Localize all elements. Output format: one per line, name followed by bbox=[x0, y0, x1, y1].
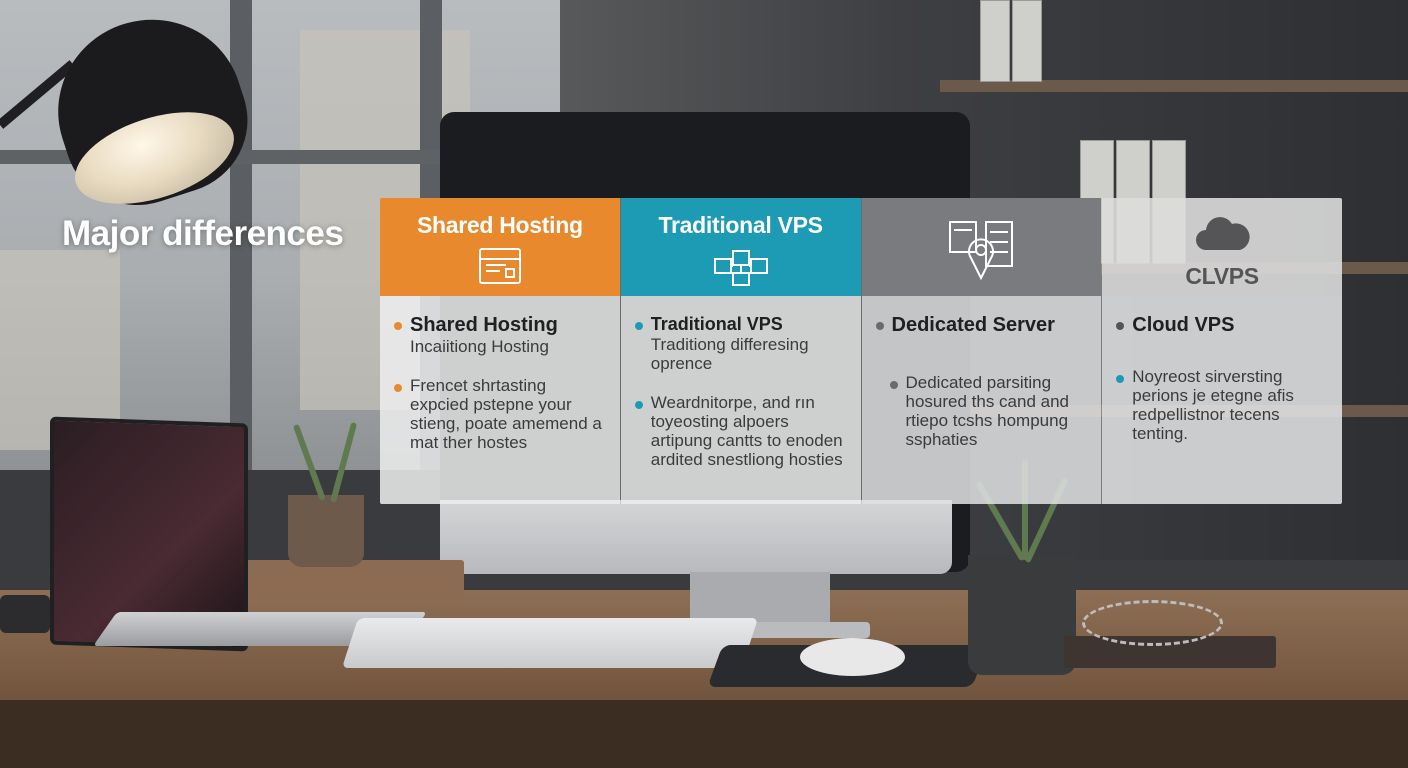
list-item: Frencet shrtasting expcied pstepne your … bbox=[394, 376, 604, 452]
bullet-dot bbox=[634, 322, 643, 330]
item-name: Traditional VPS bbox=[650, 314, 783, 334]
column-dedicated-server: Dedicated Server Dedicated parsiting hos… bbox=[861, 198, 1103, 504]
column-header bbox=[861, 198, 1102, 296]
cloud-icon bbox=[1192, 214, 1252, 259]
bullet-dot bbox=[889, 381, 898, 389]
column-header: Shared Hosting bbox=[380, 198, 620, 296]
wire-coil bbox=[1082, 600, 1223, 646]
bullet-dot bbox=[1116, 322, 1125, 330]
list-item: Dedicated Server bbox=[875, 314, 1086, 337]
column-title: CLVPS bbox=[1185, 263, 1259, 289]
column-traditional-vps: Traditional VPS Traditional VPS Traditio… bbox=[620, 198, 862, 504]
mouse bbox=[800, 638, 905, 676]
bullet-dot bbox=[394, 322, 402, 330]
column-title: Shared Hosting bbox=[416, 212, 583, 238]
column-shared-hosting: Shared Hosting Shared Hosting Incaiition… bbox=[380, 198, 621, 504]
column-body: Shared Hosting Incaiitiong Hosting Frenc… bbox=[380, 296, 620, 504]
column-header: CLVPS bbox=[1102, 198, 1342, 296]
server-panel-icon bbox=[476, 245, 524, 294]
desk-edge bbox=[0, 700, 1408, 768]
item-name: Dedicated Server bbox=[891, 314, 1055, 336]
list-item: Traditional VPS Traditiong differesing o… bbox=[634, 314, 845, 373]
binder bbox=[1012, 0, 1042, 82]
column-header: Traditional VPS bbox=[620, 198, 861, 296]
bullet-dot bbox=[634, 401, 643, 409]
item-description: Incaiitiong Hosting bbox=[410, 337, 549, 356]
list-item: Cloud VPS bbox=[1116, 314, 1326, 337]
item-description: Noyreost sirversting perions je etegne a… bbox=[1132, 367, 1294, 443]
lamp-base bbox=[0, 595, 50, 633]
books bbox=[232, 560, 464, 606]
comparison-table: Shared Hosting Shared Hosting Incaiition… bbox=[380, 198, 1342, 504]
item-description: Dedicated parsiting hosured ths cand and… bbox=[905, 373, 1070, 449]
list-item: Weardnitorpe, and rın toyeosting alpoers… bbox=[634, 393, 845, 469]
item-name: Cloud VPS bbox=[1132, 314, 1235, 336]
column-body: Dedicated Server Dedicated parsiting hos… bbox=[861, 296, 1102, 504]
column-body: Cloud VPS Noyreost sirversting perions j… bbox=[1102, 296, 1342, 504]
list-item: Noyreost sirversting perions je etegne a… bbox=[1116, 367, 1326, 443]
plant-leaf bbox=[1022, 460, 1028, 560]
bullet-dot bbox=[394, 384, 402, 392]
monitor-chin bbox=[440, 500, 952, 574]
plant-pot bbox=[288, 495, 364, 567]
network-servers-icon bbox=[711, 245, 771, 294]
plant-pot bbox=[968, 555, 1076, 675]
list-item: Shared Hosting Incaiitiong Hosting bbox=[394, 314, 604, 356]
item-description: Frencet shrtasting expcied pstepne your … bbox=[410, 376, 602, 452]
bullet-dot bbox=[875, 322, 884, 330]
keyboard bbox=[341, 618, 759, 668]
server-location-icon bbox=[946, 218, 1016, 289]
item-description: Weardnitorpe, and rın toyeosting alpoers… bbox=[650, 393, 843, 469]
bullet-dot bbox=[1116, 375, 1125, 383]
binder bbox=[980, 0, 1010, 82]
page-title: Major differences bbox=[62, 214, 344, 253]
column-title: Traditional VPS bbox=[658, 212, 824, 238]
item-name: Shared Hosting bbox=[410, 314, 558, 336]
shelf bbox=[940, 80, 1408, 92]
list-item: Dedicated parsiting hosured ths cand and… bbox=[889, 373, 1086, 449]
column-body: Traditional VPS Traditiong differesing o… bbox=[620, 296, 861, 504]
item-description: Traditiong differesing oprence bbox=[650, 335, 809, 373]
column-cloud-vps: CLVPS Cloud VPS Noyreost sirversting per… bbox=[1102, 198, 1342, 504]
